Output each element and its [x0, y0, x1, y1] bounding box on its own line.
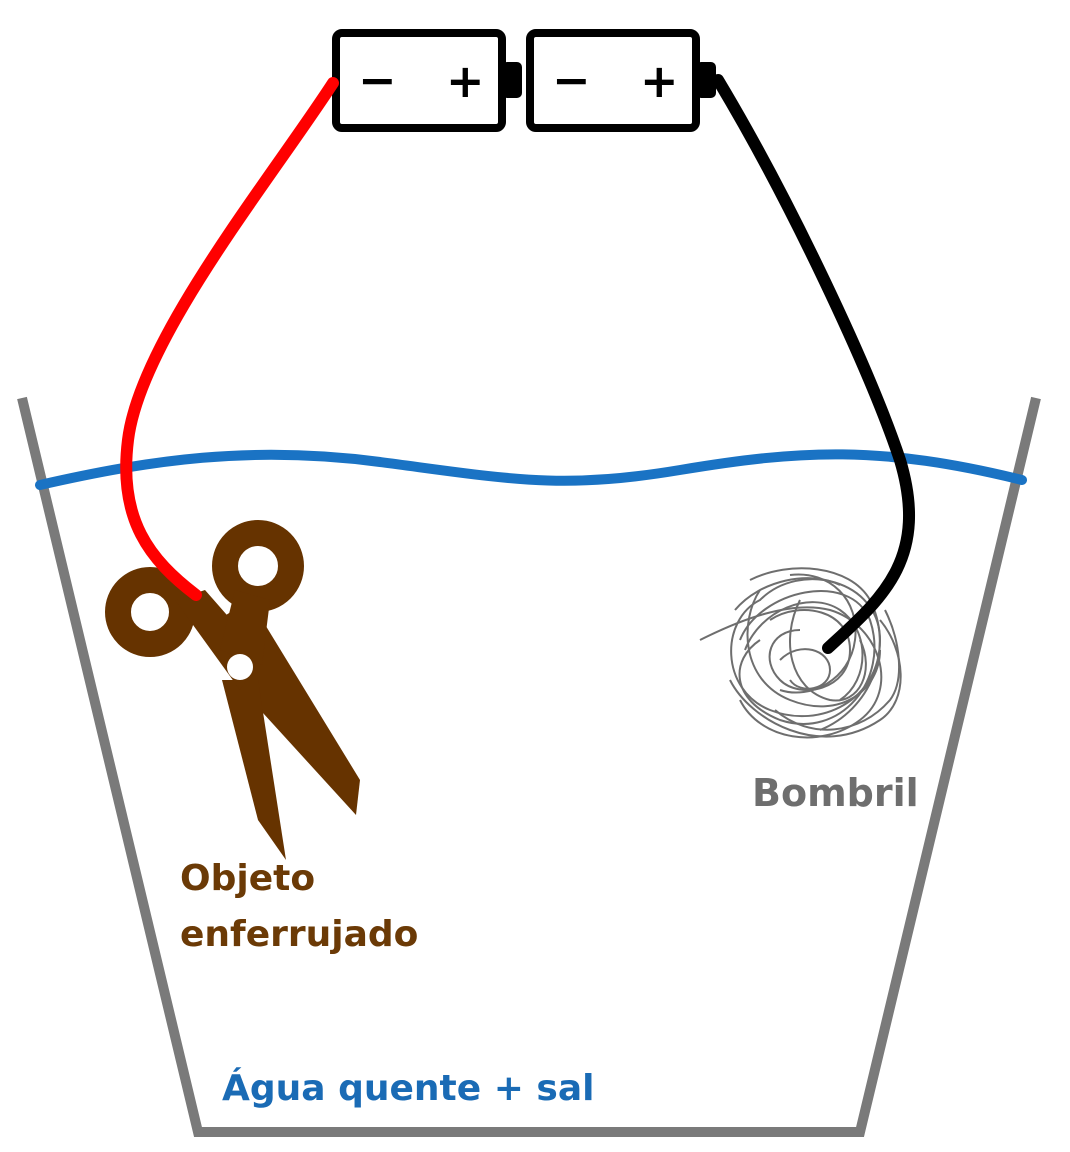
container	[17, 396, 1041, 1137]
label-water: Água quente + sal	[222, 1067, 594, 1109]
battery-right: − +	[526, 29, 716, 132]
battery-left: − +	[332, 29, 522, 132]
battery-right-minus: −	[552, 53, 591, 107]
battery-left-minus: −	[358, 53, 397, 107]
battery-icon	[526, 29, 716, 132]
scissors-icon	[105, 520, 360, 860]
water-line	[35, 449, 1027, 490]
battery-right-plus: +	[640, 54, 679, 108]
battery-left-plus: +	[446, 54, 485, 108]
label-object-line1: Objeto	[180, 858, 315, 899]
label-object-line2: enferrujado	[180, 914, 418, 955]
wire-black	[712, 74, 915, 654]
wire-red	[120, 77, 339, 601]
label-steel-wool: Bombril	[752, 771, 919, 815]
container-outline	[17, 396, 1041, 1137]
steel-wool-icon	[699, 567, 902, 739]
